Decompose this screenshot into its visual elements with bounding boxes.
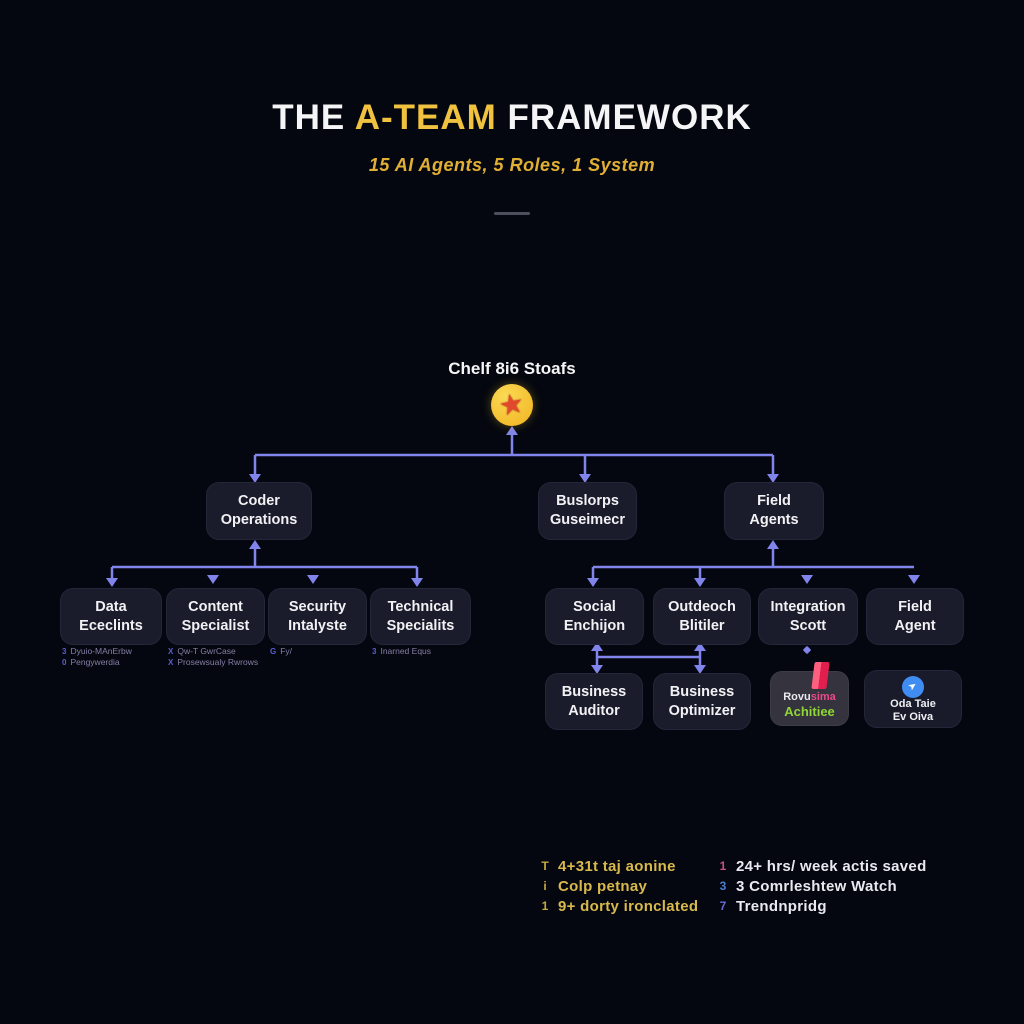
note-text: Fy/ xyxy=(280,646,293,656)
note-line: X Prosewsualy Rwrows xyxy=(168,657,258,668)
legend-item: i Colp petnay xyxy=(540,876,698,896)
node-oda-taie: ➤ Oda Taie Ev Oiva xyxy=(864,670,962,728)
title-highlight: A-TEAM xyxy=(354,98,497,137)
node-content-specialist: Content Specialist xyxy=(166,588,265,645)
note-line: X Qw-T GwrCase xyxy=(168,646,258,657)
legend-text: 3 Comrleshtew Watch xyxy=(736,877,898,895)
note-bullet-icon: X xyxy=(168,647,174,656)
node-rovusima-achitiee: Rovusima Achitiee xyxy=(770,662,849,726)
notes-data-ececlints: 3 Dyuio-MAnErbw 0 Pengywerdia xyxy=(62,646,132,668)
legend-text: 24+ hrs/ week actis saved xyxy=(736,857,927,875)
page-subtitle: 15 AI Agents, 5 Roles, 1 System xyxy=(368,155,656,175)
note-line: 0 Pengywerdia xyxy=(62,657,132,668)
note-bullet-icon: 0 xyxy=(62,658,67,667)
title-prefix: THE xyxy=(272,98,355,137)
legend-bullet-icon: i xyxy=(543,879,547,893)
legend-text: 4+31t taj aonine xyxy=(558,857,676,875)
page-title: THE A-TEAM FRAMEWORK xyxy=(0,98,1024,138)
node-outdeoch-blitiler: Outdeoch Blitiler xyxy=(653,588,751,645)
note-bullet-icon: G xyxy=(270,647,277,656)
legend-text: Colp petnay xyxy=(558,877,648,895)
legend-bullet-icon: T xyxy=(541,859,549,873)
note-line: 3 Dyuio-MAnErbw xyxy=(62,646,132,657)
node-business-auditor: Business Auditor xyxy=(545,673,643,730)
legend-bullet-icon: 7 xyxy=(719,899,727,913)
node-data-ececlints: Data Ececlints xyxy=(60,588,162,645)
note-text: Qw-T GwrCase xyxy=(177,646,236,656)
send-icon: ➤ xyxy=(902,676,924,698)
note-text: Dyuio-MAnErbw xyxy=(70,646,132,656)
notes-content-specialist: X Qw-T GwrCase X Prosewsualy Rwrows xyxy=(168,646,258,668)
node-technical-specialits: Technical Specialits xyxy=(370,588,471,645)
node-field-agent: Field Agent xyxy=(866,588,964,645)
note-text: Pengywerdia xyxy=(70,657,120,667)
node-business-optimizer: Business Optimizer xyxy=(653,673,751,730)
root-node-label: Chelf 8i6 Stoafs xyxy=(448,359,576,378)
node-security-intalyste: Security Intalyste xyxy=(268,588,367,645)
oda-line2: Ev Oiva xyxy=(892,711,934,723)
notes-security-intalyste: G Fy/ xyxy=(270,646,292,657)
legend-item: 1 9+ dorty ironclated xyxy=(540,896,698,916)
note-bullet-icon: 3 xyxy=(62,647,67,656)
legend-item: 3 3 Comrleshtew Watch xyxy=(718,876,927,896)
star-glyph: ★ xyxy=(496,386,528,423)
legend-bullet-icon: 1 xyxy=(719,859,727,873)
note-bullet-icon: X xyxy=(168,658,174,667)
node-buslorps-guseimecr: Buslorps Guseimecr xyxy=(538,482,637,540)
legend-bullet-icon: 1 xyxy=(541,899,549,913)
star-badge-icon: ★ xyxy=(491,384,533,426)
note-text: Prosewsualy Rwrows xyxy=(177,657,259,667)
note-line: 3 Inarned Equs xyxy=(372,646,431,657)
node-field-agents: Field Agents xyxy=(724,482,824,540)
legend-text: 9+ dorty ironclated xyxy=(558,897,699,915)
legend-bullet-icon: 3 xyxy=(719,879,727,893)
note-line: G Fy/ xyxy=(270,646,292,657)
legend-item: T 4+31t taj aonine xyxy=(540,856,698,876)
note-bullet-icon: 3 xyxy=(372,647,377,656)
legend-text: Trendnpridg xyxy=(736,897,827,915)
send-glyph: ➤ xyxy=(906,679,920,694)
ribbon-icon xyxy=(811,662,830,689)
note-text: Inarned Equs xyxy=(380,646,432,656)
divider-line xyxy=(494,212,530,215)
node-social-enchijon: Social Enchijon xyxy=(545,588,644,645)
rovusima-line1-pink: sima xyxy=(810,691,836,703)
rovusima-line1: Rovusima xyxy=(783,691,836,704)
legend-right-column: 1 24+ hrs/ week actis saved 3 3 Comrlesh… xyxy=(718,856,927,916)
rovusima-line1-white: Rovu xyxy=(783,691,811,703)
title-suffix: FRAMEWORK xyxy=(496,98,752,137)
rovusima-line2: Achitiee xyxy=(784,704,835,719)
oda-line1: Oda Taie xyxy=(890,698,936,710)
node-integration-scott: Integration Scott xyxy=(758,588,858,645)
legend-item: 1 24+ hrs/ week actis saved xyxy=(718,856,927,876)
legend-item: 7 Trendnpridg xyxy=(718,896,927,916)
notes-technical-specialits: 3 Inarned Equs xyxy=(372,646,431,657)
legend-left-column: T 4+31t taj aonine i Colp petnay 1 9+ do… xyxy=(540,856,698,916)
node-coder-operations: Coder Operations xyxy=(206,482,312,540)
